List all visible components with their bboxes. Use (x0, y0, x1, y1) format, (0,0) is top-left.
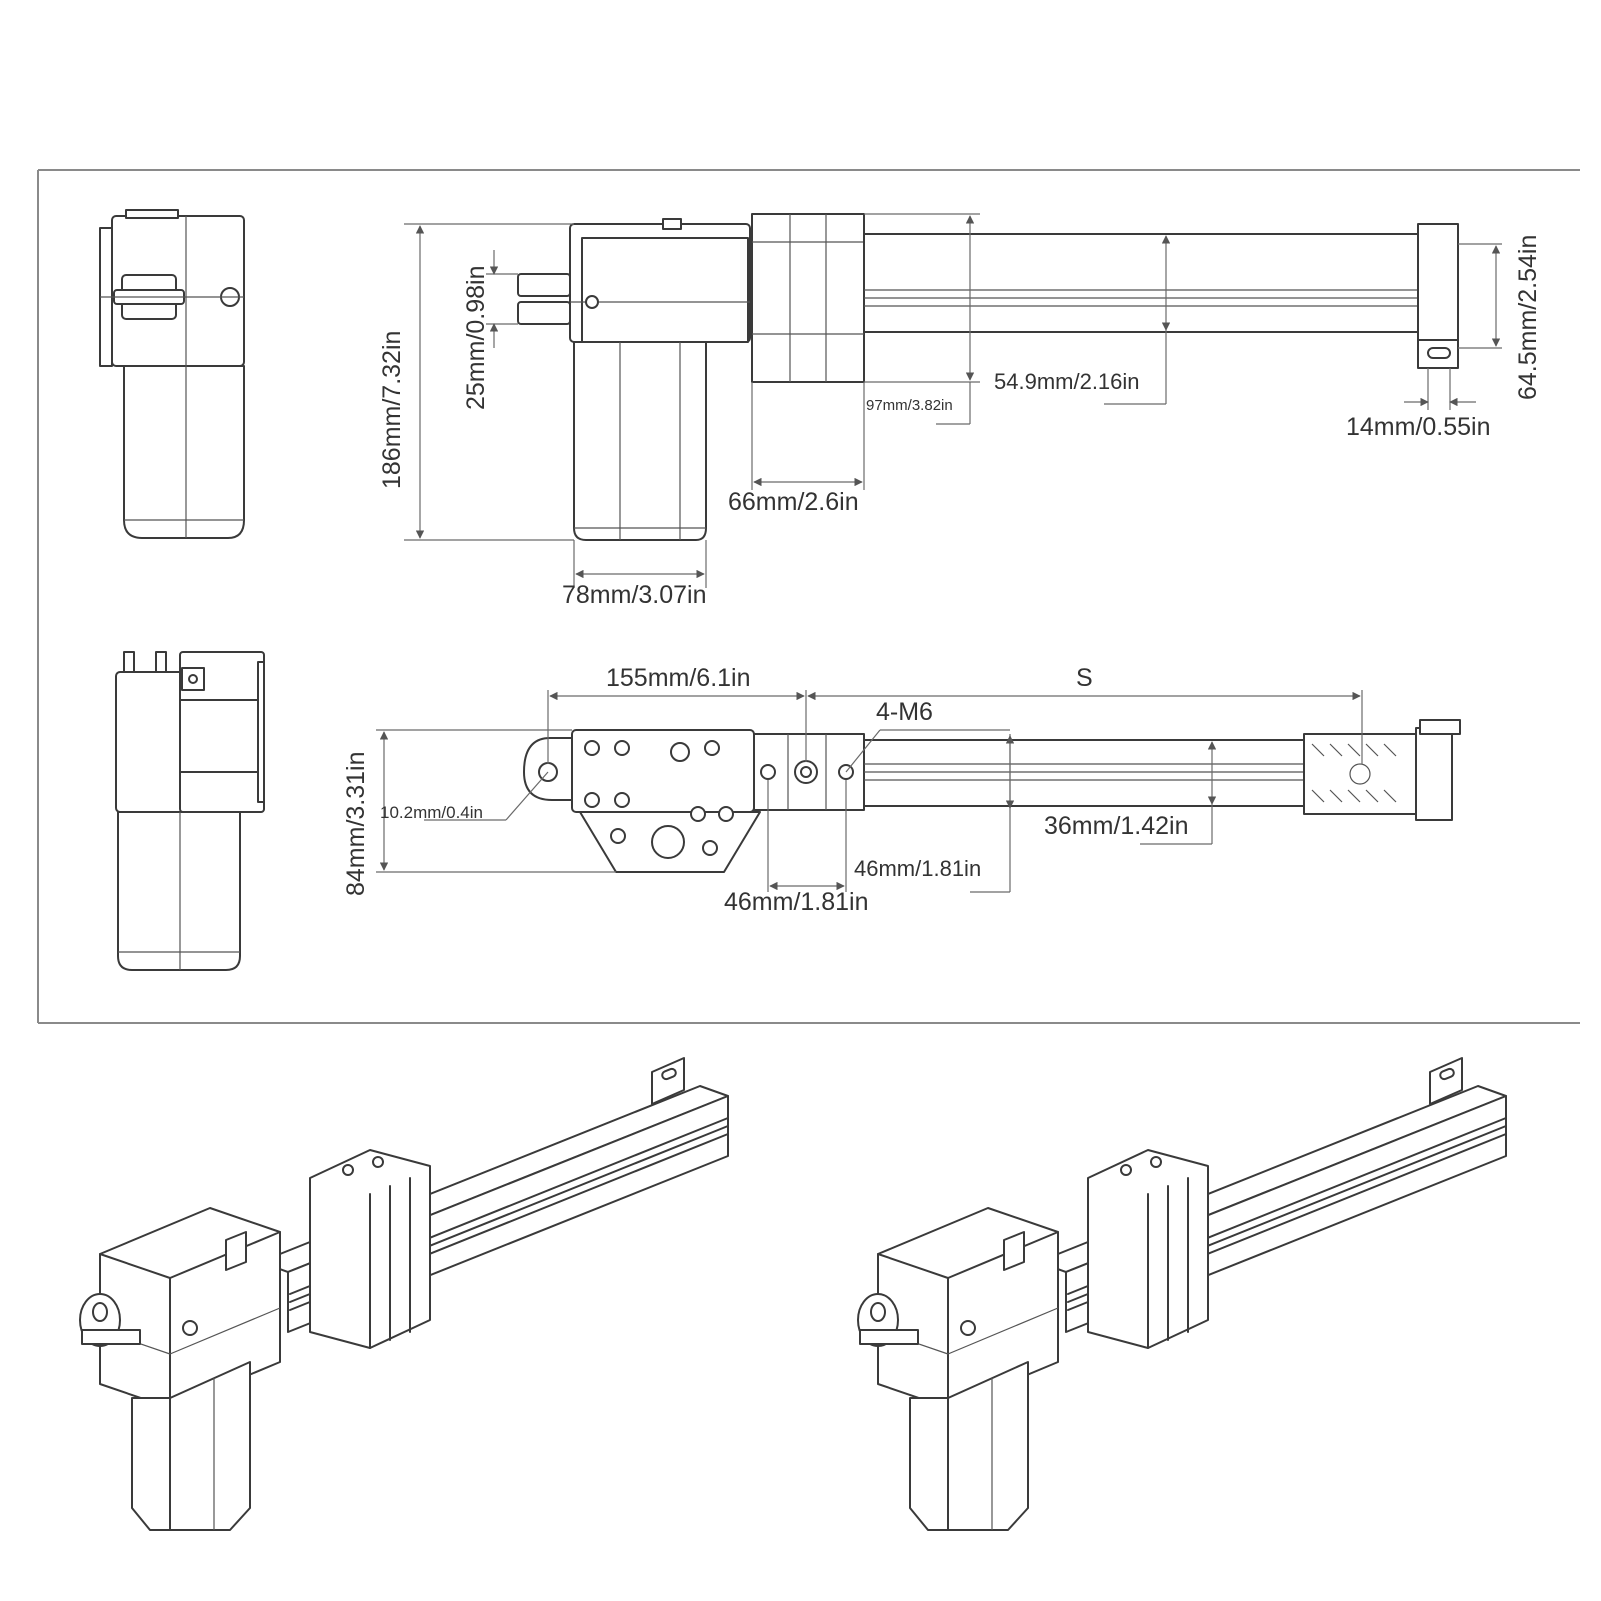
label-thread: 4-M6 (876, 698, 933, 726)
label-gear-offset: 97mm/3.82in (866, 397, 953, 414)
side-view-top (517, 213, 1459, 541)
label-bracket-height: 64.5mm/2.54in (1514, 235, 1542, 400)
dimensions-top (404, 213, 1502, 588)
label-shaft-width: 25mm/0.98in (462, 265, 490, 410)
label-hole-pitch-horizontal: 46mm/1.81in (724, 888, 869, 916)
label-bracket-slot: 14mm/0.55in (1346, 413, 1491, 441)
label-base-height: 84mm/3.31in (342, 751, 370, 896)
dimension-labels: 186mm/7.32in 25mm/0.98in 78mm/3.07in 66m… (342, 235, 1542, 916)
label-rail-profile: 36mm/1.42in (1044, 812, 1189, 840)
label-mount-offset: 155mm/6.1in (606, 664, 751, 692)
end-view-top (99, 209, 245, 539)
label-motor-width: 78mm/3.07in (562, 581, 707, 609)
top-view-middle (523, 719, 1461, 873)
carriage-pattern (1311, 743, 1397, 803)
dimensions-middle (376, 690, 1363, 893)
screw-heads (584, 740, 734, 859)
label-eye-diameter: 10.2mm/0.4in (380, 803, 483, 822)
drawing-frame (37, 169, 1580, 1024)
label-height-total: 186mm/7.32in (378, 331, 406, 489)
label-hole-pitch-vertical: 46mm/1.81in (854, 856, 981, 881)
end-view-bottom (115, 651, 265, 971)
label-rail-height: 54.9mm/2.16in (994, 369, 1140, 394)
label-stroke: S (1076, 664, 1093, 692)
isometric-view-left (79, 1057, 729, 1531)
label-clamp-width: 66mm/2.6in (728, 488, 859, 516)
isometric-view-right (857, 1057, 1507, 1531)
